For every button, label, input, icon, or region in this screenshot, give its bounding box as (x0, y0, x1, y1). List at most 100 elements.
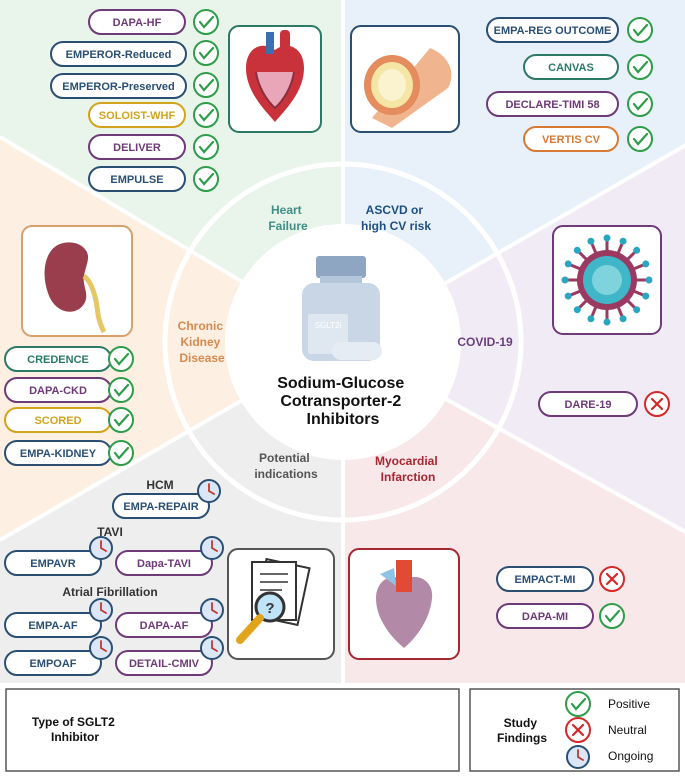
pill-emperor-reduced-label: EMPEROR-Reduced (66, 49, 172, 61)
virus-spike-tip (645, 276, 653, 284)
pill-empact-mi: EMPACT-MI (496, 566, 594, 592)
virus-spike-tip (603, 234, 611, 242)
label-potential: Potential indications (254, 451, 318, 481)
pill-declare-timi-58: DECLARE-TIMI 58 (486, 91, 619, 117)
cross-icon-dare-19 (644, 391, 670, 417)
check-icon-soloist-whf (193, 102, 219, 128)
pill-soloist-whf: SOLOIST-WHF (88, 102, 186, 128)
pill-empa-kidney-label: EMPA-KIDNEY (20, 448, 97, 460)
legend-ongoing-label: Ongoing (608, 749, 653, 763)
subheading-tavi: TAVI (97, 525, 123, 539)
subheading-hcm: HCM (146, 478, 173, 492)
pill-empa-repair: EMPA-REPAIR (112, 493, 210, 519)
virus-spike-tip (587, 315, 595, 323)
clock-icon-detail-cmiv (200, 636, 224, 660)
pill-deliver-label: DELIVER (113, 142, 161, 154)
clock-icon-dapa-af (200, 598, 224, 622)
pill-empulse-label: EMPULSE (110, 174, 163, 186)
pill-empa-repair-label: EMPA-REPAIR (123, 501, 198, 513)
pill-empavr-label: EMPAVR (30, 558, 75, 570)
virus-spike-tip (642, 260, 650, 268)
pill-empoaf-label: EMPOAF (29, 658, 76, 670)
legend-findings-title: Study Findings (497, 716, 547, 745)
pill-declare-timi-58-label: DECLARE-TIMI 58 (505, 99, 599, 111)
vial-icon: SGLT2i (302, 256, 382, 361)
pill-empa-af: EMPA-AF (4, 612, 102, 638)
pill-scored-label: SCORED (34, 415, 81, 427)
virus-spike-tip (633, 246, 641, 254)
pill-empa-kidney: EMPA-KIDNEY (4, 440, 112, 466)
heart-anatomy-image (228, 25, 322, 133)
subheading-af: Atrial Fibrillation (62, 585, 157, 599)
pill-dare-19-label: DARE-19 (564, 399, 611, 411)
virus-spikes (561, 234, 653, 326)
check-icon-credence (108, 346, 134, 372)
pill-emperor-preserved-label: EMPEROR-Preserved (62, 81, 175, 93)
pill-dapa-tavi: Dapa-TAVI (115, 550, 213, 576)
virus-spike-tip (573, 246, 581, 254)
pill-empa-reg-outcome: EMPA-REG OUTCOME (486, 17, 619, 43)
svg-text:?: ? (265, 600, 274, 617)
pill-detail-cmiv: DETAIL-CMIV (115, 650, 213, 676)
pill-vertis-cv: VERTIS CV (523, 126, 619, 152)
pill-dapa-af-label: DAPA-AF (140, 620, 189, 632)
label-heart-failure: Heart Failure (268, 203, 308, 233)
check-icon-canvas (627, 54, 653, 80)
pill-emperor-preserved: EMPEROR-Preserved (50, 73, 187, 99)
virus-spike-tip (573, 306, 581, 314)
heart-image (348, 548, 460, 660)
virus-image (552, 225, 662, 335)
pill-credence-label: CREDENCE (27, 354, 89, 366)
pill-scored: SCORED (4, 407, 112, 433)
pill-dapa-hf: DAPA-HF (88, 9, 186, 35)
check-icon-emperor-reduced (193, 40, 219, 66)
pill-vertis-cv-label: VERTIS CV (542, 134, 601, 146)
pill-canvas-label: CANVAS (548, 62, 594, 74)
kidney-image (21, 225, 133, 337)
virus-spike-tip (587, 237, 595, 245)
virus-spike-tip (619, 315, 627, 323)
pill-soloist-whf-label: SOLOIST-WHF (99, 110, 176, 122)
pill-empact-mi-label: EMPACT-MI (515, 574, 576, 586)
virus-spike-tip (564, 260, 572, 268)
vial-label: SGLT2i (315, 321, 342, 330)
status-icons (89, 9, 670, 769)
check-icon-dapa-ckd (108, 377, 134, 403)
check-icon-empa-kidney (108, 440, 134, 466)
label-covid: COVID-19 (457, 335, 513, 349)
clock-icon-dapa-tavi (200, 536, 224, 560)
check-icon-emperor-preserved (193, 72, 219, 98)
virus-spike-tip (564, 292, 572, 300)
artery-image (350, 25, 460, 133)
legend-positive-label: Positive (608, 697, 650, 711)
check-icon-empa-reg-outcome (627, 17, 653, 43)
pill-canvas: CANVAS (523, 54, 619, 80)
pill-empa-af-label: EMPA-AF (28, 620, 78, 632)
pill-detail-cmiv-label: DETAIL-CMIV (129, 658, 200, 670)
virus-spike-tip (633, 306, 641, 314)
pill-credence: CREDENCE (4, 346, 112, 372)
check-icon-dapa-mi (599, 603, 625, 629)
pill-dapa-ckd-label: DAPA-CKD (29, 385, 87, 397)
pill-dapa-mi: DAPA-MI (496, 603, 594, 629)
check-icon-dapa-hf (193, 9, 219, 35)
cross-icon-empact-mi (599, 566, 625, 592)
label-ckd: Chronic Kidney Disease (178, 319, 227, 365)
pill-dapa-mi-label: DAPA-MI (522, 611, 568, 623)
legend-cross-icon (565, 717, 591, 743)
label-ascvd: ASCVD or high CV risk (361, 203, 431, 233)
magnifier-document-image: ? (227, 548, 335, 660)
pill-empa-reg-outcome-label: EMPA-REG OUTCOME (494, 25, 612, 37)
legend-check-icon (565, 691, 591, 717)
legend-types-box (5, 688, 460, 772)
legend-types-title: Type of SGLT2 Inhibitor (32, 715, 118, 744)
check-icon-deliver (193, 134, 219, 160)
clock-icon-empa-repair (197, 479, 221, 503)
pill-empoaf: EMPOAF (4, 650, 102, 676)
clock-icon-empa-af (89, 598, 113, 622)
check-icon-empulse (193, 166, 219, 192)
virus-spike-tip (619, 237, 627, 245)
pill-dapa-af: DAPA-AF (115, 612, 213, 638)
pill-empulse: EMPULSE (88, 166, 186, 192)
